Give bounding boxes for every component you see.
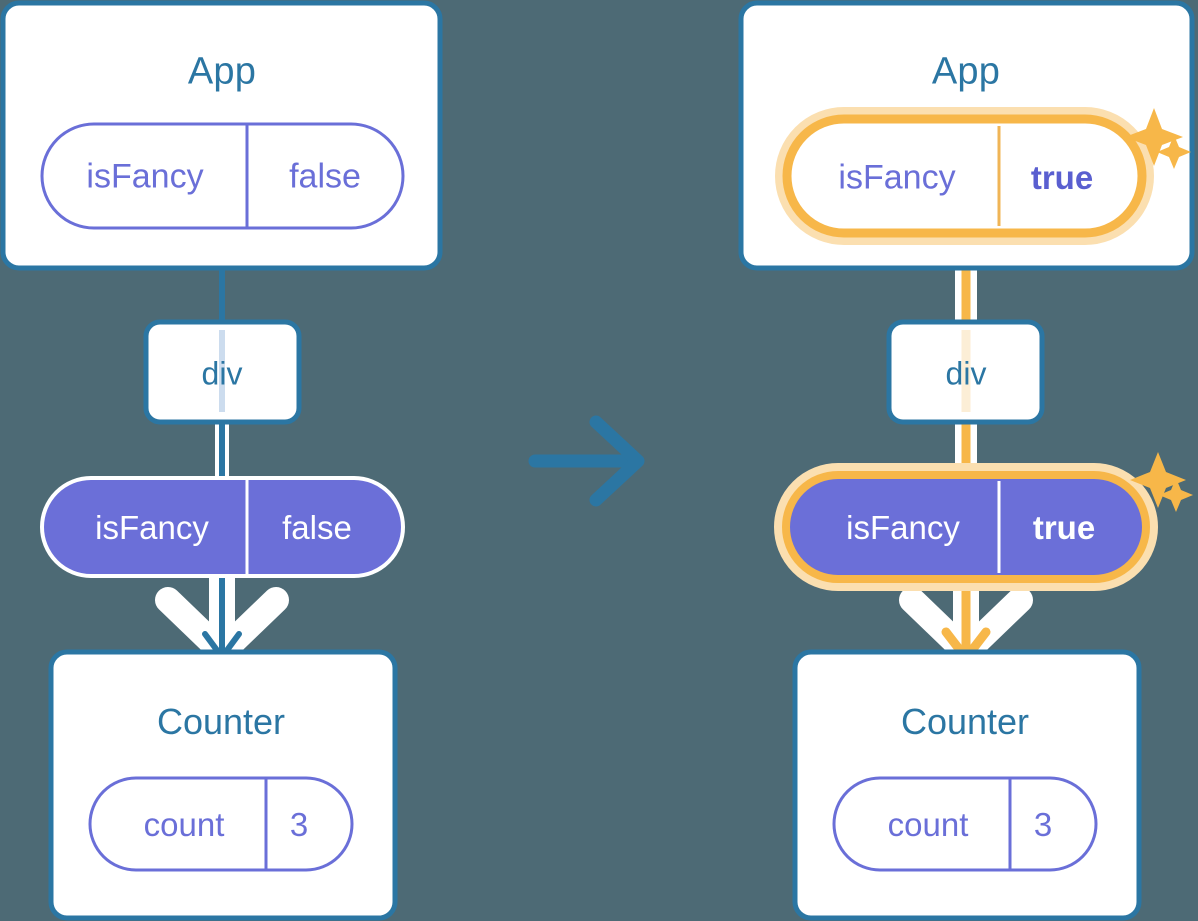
left-app-pill-key: isFancy: [86, 157, 204, 196]
prop-pill: [40, 476, 405, 578]
counter-state-pill: [832, 776, 1098, 872]
prop-pill-ring: [782, 471, 1150, 583]
right-counter-pill-key: count: [887, 806, 969, 843]
right-prop-pill-value: true: [1032, 509, 1096, 546]
sparkle-small-icon: [1157, 135, 1191, 169]
left-app-title: App: [187, 50, 257, 93]
right-counter-pill-value: 3: [1033, 806, 1053, 843]
left-counter-title: Counter: [156, 701, 286, 742]
right-arrow-icon: [528, 415, 645, 507]
left-app-pill-value: false: [289, 157, 361, 196]
right-counter-title: Counter: [900, 701, 1030, 742]
sparkle-large-icon-2: [1130, 452, 1186, 508]
right-app-pill-key: isFancy: [838, 158, 956, 197]
right-app-title: App: [931, 50, 1001, 93]
left-counter-pill-value: 3: [289, 806, 309, 843]
left-prop-pill-value: false: [282, 509, 352, 546]
left-prop-pill-key: isFancy: [95, 509, 209, 546]
counter-state-pill: [88, 776, 354, 872]
right-app-pill-value: true: [1030, 159, 1094, 196]
sparkle-large-icon: [1125, 108, 1183, 166]
left-div-label: div: [201, 355, 243, 392]
left-counter-pill-key: count: [143, 806, 225, 843]
app-state-pill: [40, 122, 405, 230]
app-state-pill-ring: [782, 114, 1147, 238]
sparkle-small-icon-2: [1159, 478, 1193, 512]
prop-pill-glow: [774, 463, 1158, 591]
right-div-label: div: [945, 355, 987, 392]
right-prop-pill-key: isFancy: [846, 509, 960, 546]
